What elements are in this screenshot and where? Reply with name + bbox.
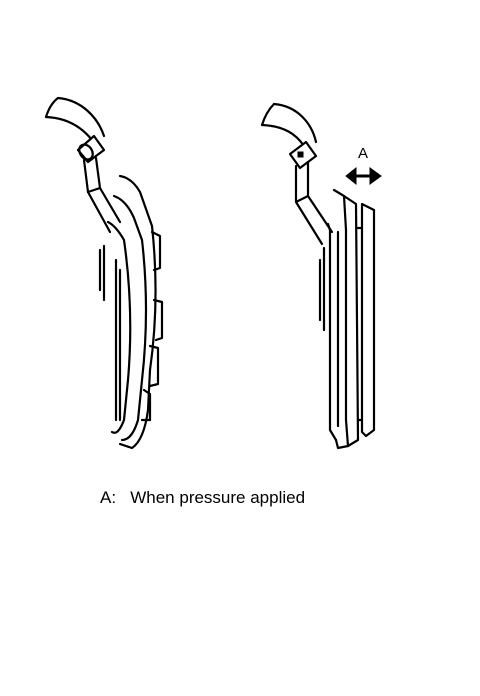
fan-assembly-normal	[44, 96, 164, 450]
movement-arrow-a	[345, 166, 382, 186]
bracket-arm-right	[294, 160, 334, 246]
fan-shroud-left	[118, 174, 157, 450]
caption-text: A: When pressure applied	[100, 488, 306, 507]
bracket-arm-left	[82, 156, 122, 234]
hose-right	[260, 102, 318, 148]
hose-left	[44, 96, 106, 142]
fan-assembly-pressure	[260, 102, 376, 450]
fan-shroud-right	[332, 188, 350, 450]
arrow-label-a: A	[358, 145, 369, 162]
